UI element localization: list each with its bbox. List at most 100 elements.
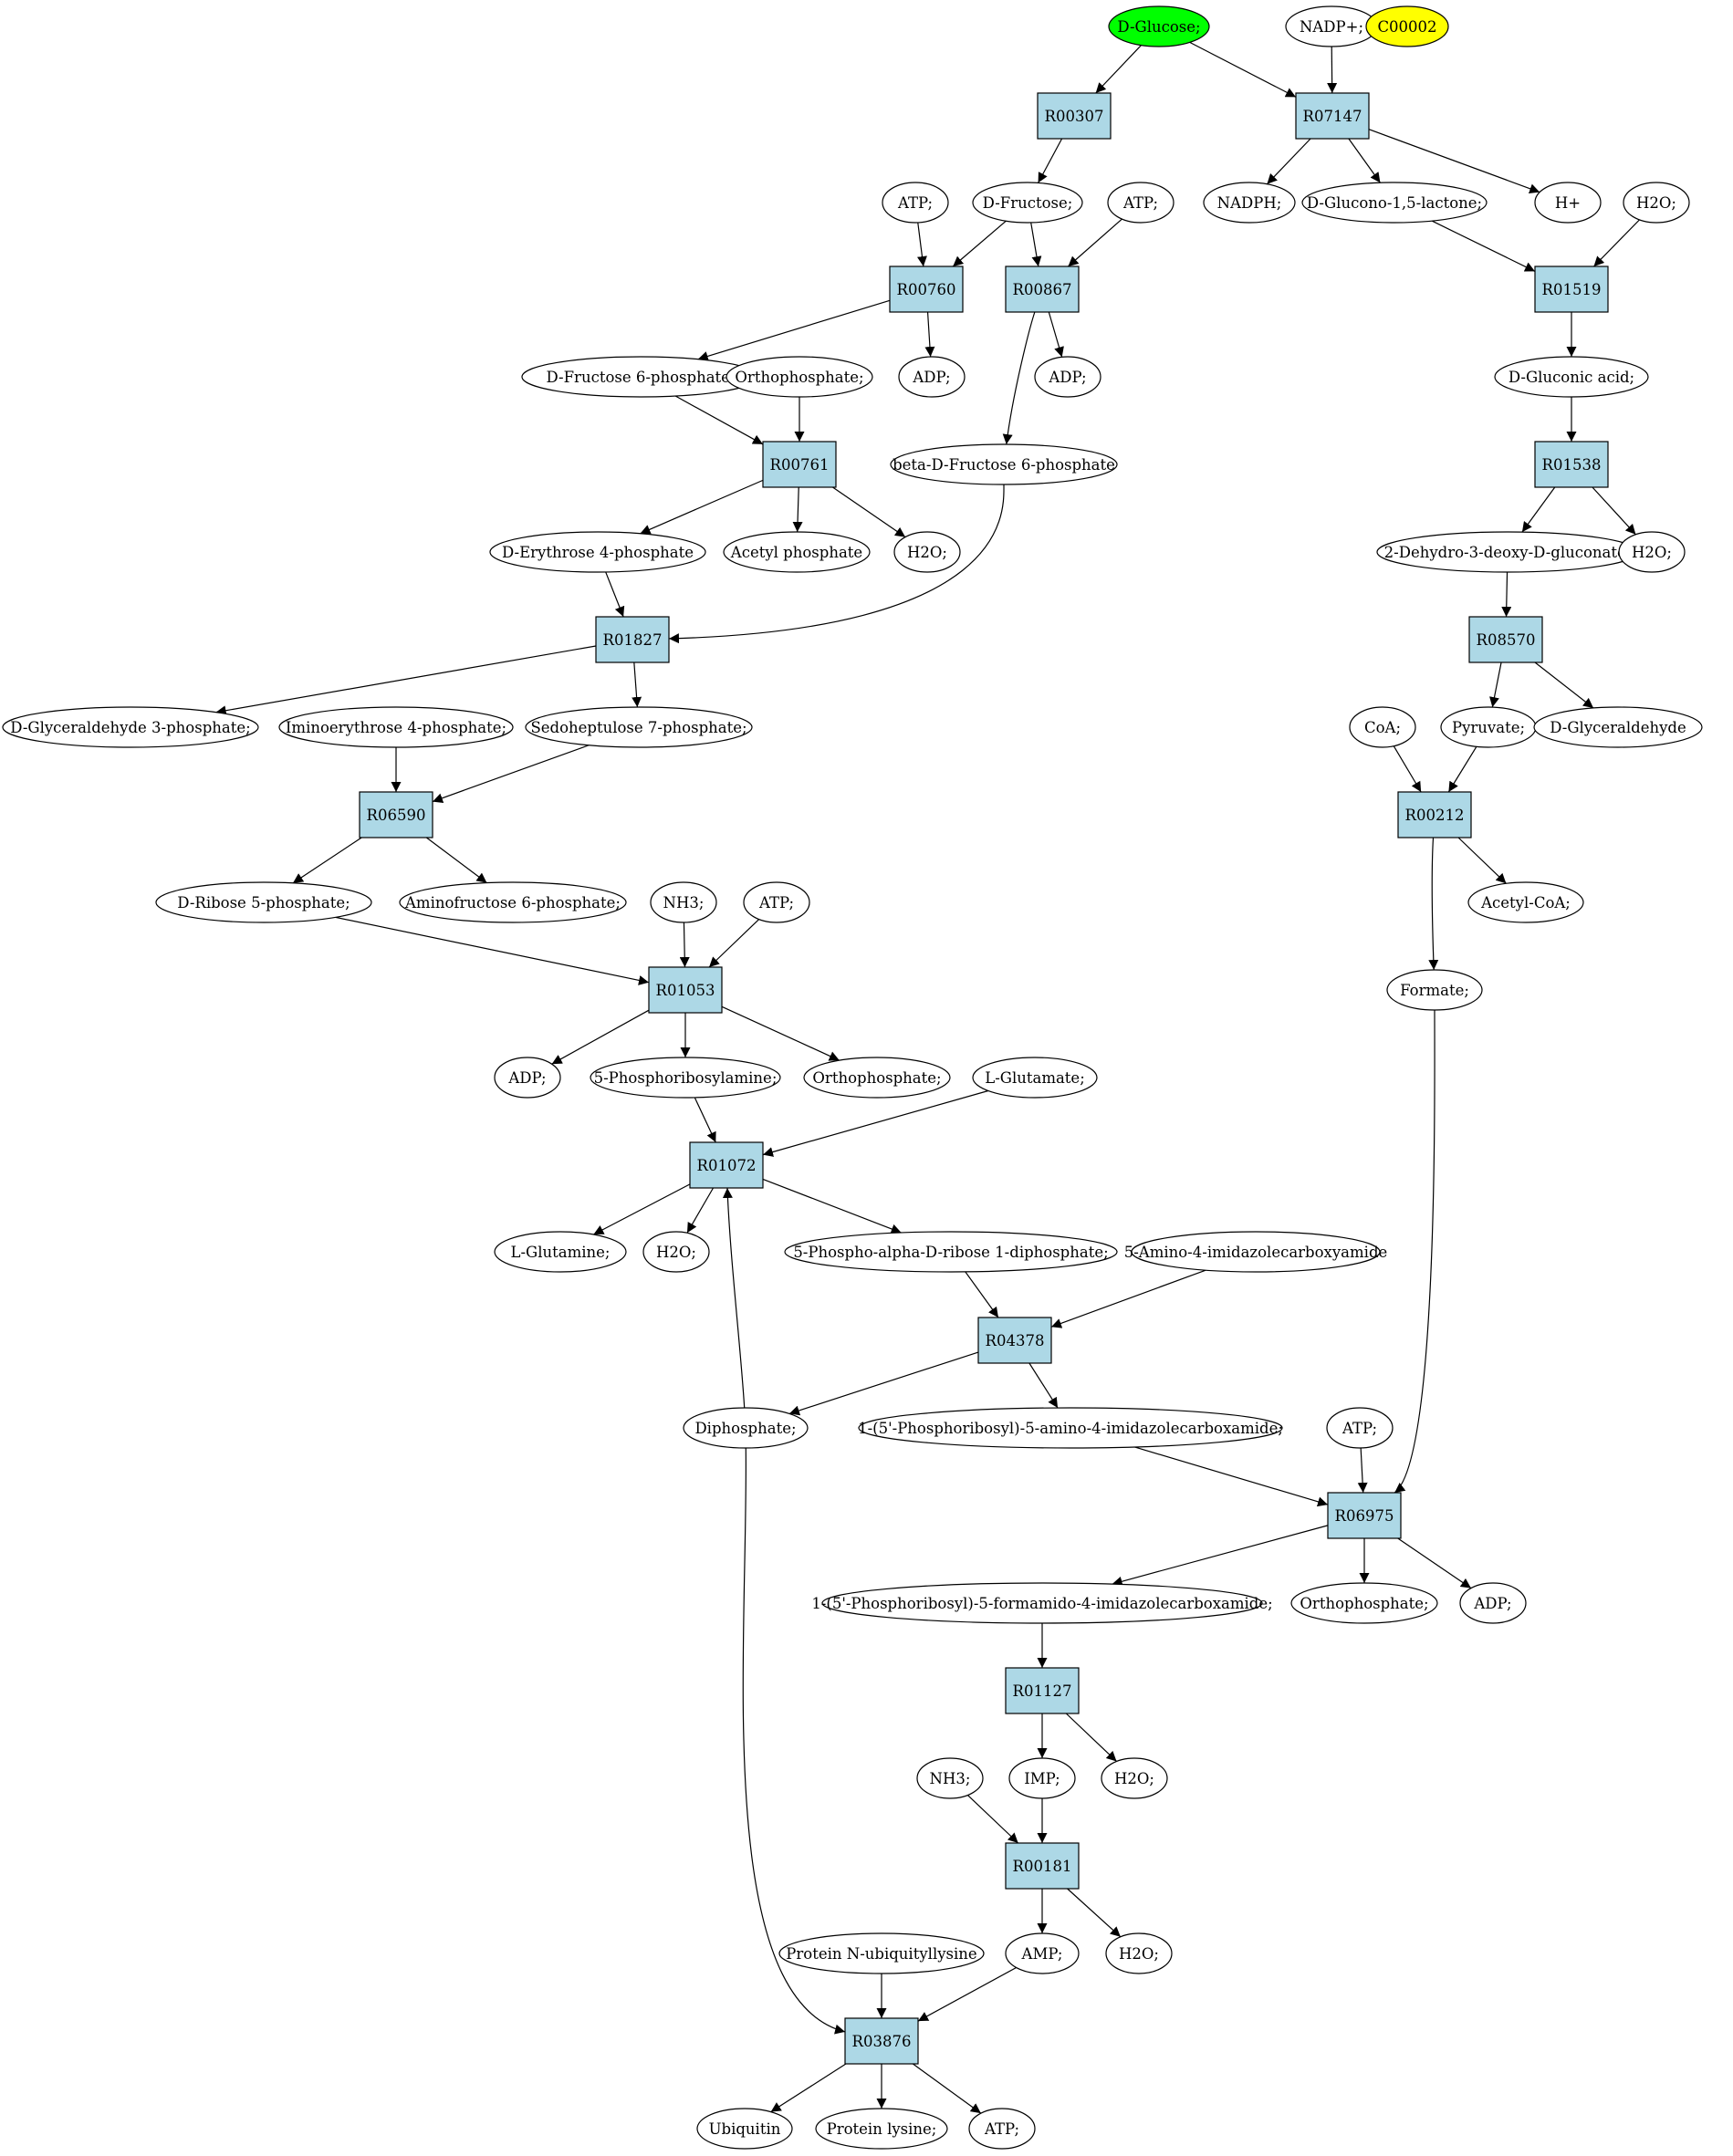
node-label: H2O;	[1632, 544, 1672, 561]
compound-node-n-adp1[interactable]: ADP;	[898, 356, 966, 398]
reaction-node-r04378[interactable]: R04378	[977, 1317, 1052, 1364]
compound-node-n-prpp[interactable]: 5-Phospho-alpha-D-ribose 1-diphosphate;	[784, 1231, 1118, 1273]
node-label: L-Glutamine;	[511, 1244, 611, 1261]
reaction-node-r01827[interactable]: R01827	[595, 616, 670, 663]
compound-node-n-protubq[interactable]: Protein N-ubiquityllysine	[778, 1932, 985, 1974]
compound-node-n-atp1[interactable]: ATP;	[882, 182, 949, 224]
compound-node-n-atp2[interactable]: ATP;	[1107, 182, 1174, 224]
reaction-box	[977, 1317, 1052, 1364]
reaction-node-r00761[interactable]: R00761	[762, 441, 837, 488]
reaction-node-r01072[interactable]: R01072	[689, 1141, 764, 1189]
compound-node-n-nh3b[interactable]: NH3;	[916, 1757, 984, 1799]
reaction-node-r00212[interactable]: R00212	[1397, 791, 1472, 838]
compound-ellipse	[778, 1932, 985, 1974]
compound-node-n-protlys[interactable]: Protein lysine;	[815, 2108, 948, 2150]
compound-node-n-g3p[interactable]: D-Glyceraldehyde 3-phosphate;	[2, 706, 259, 748]
reaction-box	[595, 616, 670, 663]
reaction-node-r06590[interactable]: R06590	[359, 791, 433, 838]
compound-node-n-adp2[interactable]: ADP;	[1034, 356, 1101, 398]
compound-node-n-ortho2[interactable]: Orthophosphate;	[803, 1057, 951, 1099]
reaction-box	[1295, 92, 1370, 140]
compound-node-n-coa[interactable]: CoA;	[1349, 706, 1416, 748]
compound-node-n-c00002[interactable]: C00002	[1365, 5, 1449, 47]
reaction-node-r01127[interactable]: R01127	[1005, 1667, 1080, 1714]
compound-node-n-ortho3[interactable]: Orthophosphate;	[1290, 1582, 1438, 1624]
compound-node-n-imp[interactable]: IMP;	[1008, 1757, 1076, 1799]
compound-node-n-acetylcoa[interactable]: Acetyl-CoA;	[1467, 881, 1584, 923]
compound-node-n-diphosphate[interactable]: Diphosphate;	[683, 1407, 809, 1449]
compound-node-n-faicar[interactable]: 1-(5'-Phosphoribosyl)-5-formamido-4-imid…	[811, 1582, 1273, 1624]
compound-node-n-h2o6[interactable]: H2O;	[1105, 1932, 1173, 1974]
reaction-node-r01538[interactable]: R01538	[1534, 441, 1609, 488]
node-label: Sedoheptulose 7-phosphate;	[530, 719, 746, 736]
compound-ellipse	[784, 1231, 1118, 1273]
node-label: R00867	[1013, 281, 1072, 298]
reaction-node-r06975[interactable]: R06975	[1327, 1492, 1402, 1539]
compound-node-n-adp4[interactable]: ADP;	[1459, 1582, 1527, 1624]
compound-node-n-h2o2[interactable]: H2O;	[893, 531, 961, 573]
edge-r03876-to-n_atp5	[913, 2063, 982, 2114]
node-label: R01053	[656, 982, 715, 999]
reaction-node-r07147[interactable]: R07147	[1295, 92, 1370, 140]
compound-node-n-atp3[interactable]: ATP;	[743, 881, 810, 923]
node-label: ATP;	[758, 894, 794, 911]
compound-node-n-h2o4[interactable]: H2O;	[642, 1231, 710, 1273]
compound-node-n-formate[interactable]: Formate;	[1386, 969, 1483, 1011]
compound-ellipse	[821, 1582, 1263, 1624]
compound-node-n-h2o1[interactable]: H2O;	[1623, 182, 1690, 224]
reaction-node-r08570[interactable]: R08570	[1468, 616, 1543, 663]
compound-node-n-fructose[interactable]: D-Fructose;	[972, 182, 1083, 224]
compound-node-n-amp[interactable]: AMP;	[1005, 1932, 1080, 1974]
compound-node-n-amino6p[interactable]: Aminofructose 6-phosphate;	[399, 881, 627, 923]
compound-node-n-adp3[interactable]: ADP;	[494, 1057, 561, 1099]
compound-node-n-h2o3[interactable]: H2O;	[1618, 531, 1686, 573]
edge-n_glucose-to-r07147	[1189, 41, 1297, 98]
reaction-node-r00760[interactable]: R00760	[889, 266, 964, 313]
node-label: Orthophosphate;	[812, 1069, 941, 1087]
compound-node-n-nadp[interactable]: NADP+;	[1285, 5, 1378, 47]
node-label: D-Erythrose 4-phosphate	[502, 544, 694, 561]
compound-node-n-atp5[interactable]: ATP;	[968, 2108, 1036, 2150]
node-label: D-Ribose 5-phosphate;	[177, 894, 350, 911]
compound-node-n-s7p[interactable]: Sedoheptulose 7-phosphate;	[525, 706, 753, 748]
compound-node-n-glucose[interactable]: D-Glucose;	[1108, 5, 1210, 47]
node-label: ATP;	[897, 194, 933, 212]
node-label: R00761	[770, 456, 830, 474]
reaction-node-r00307[interactable]: R00307	[1037, 92, 1112, 140]
compound-node-n-glutamate[interactable]: L-Glutamate;	[972, 1057, 1098, 1099]
compound-node-n-glutamine[interactable]: L-Glutamine;	[494, 1231, 627, 1273]
node-label: Iminoerythrose 4-phosphate;	[286, 719, 506, 736]
compound-node-n-glucono[interactable]: D-Glucono-1,5-lactone;	[1301, 182, 1488, 224]
edge-n_amp-to-r03876	[917, 1966, 1017, 2022]
edge-n_coa-to-r00212	[1393, 745, 1422, 793]
compound-ellipse	[743, 881, 810, 923]
compound-node-n-h2o5[interactable]: H2O;	[1101, 1757, 1168, 1799]
compound-node-n-nadph[interactable]: NADPH;	[1203, 182, 1296, 224]
reaction-node-r00181[interactable]: R00181	[1005, 1842, 1080, 1890]
compound-node-n-f6p[interactable]: D-Fructose 6-phosphate;	[521, 356, 760, 398]
compound-ellipse	[803, 1057, 951, 1099]
compound-node-n-ortho1[interactable]: Orthophosphate;	[726, 356, 873, 398]
compound-node-n-atp4[interactable]: ATP;	[1326, 1407, 1394, 1449]
compound-node-n-ubiquitin[interactable]: Ubiquitin	[696, 2108, 793, 2150]
compound-node-n-betaf6p[interactable]: beta-D-Fructose 6-phosphate	[890, 443, 1118, 485]
compound-node-n-glyceraldehyde[interactable]: D-Glyceraldehyde	[1533, 706, 1703, 748]
compound-node-n-nh3a[interactable]: NH3;	[650, 881, 717, 923]
compound-node-n-5pra[interactable]: 5-Phosphoribosylamine;	[590, 1057, 781, 1099]
compound-node-n-aicar[interactable]: 1-(5'-Phosphoribosyl)-5-amino-4-imidazol…	[858, 1407, 1283, 1449]
compound-node-n-aica[interactable]: 5-Amino-4-imidazolecarboxyamide	[1124, 1231, 1388, 1273]
compound-node-n-acetylp[interactable]: Acetyl phosphate	[723, 531, 871, 573]
reaction-node-r01053[interactable]: R01053	[648, 966, 723, 1014]
reaction-node-r00867[interactable]: R00867	[1005, 266, 1080, 313]
compound-node-n-hplus[interactable]: H+	[1534, 182, 1602, 224]
compound-ellipse	[1326, 1407, 1394, 1449]
compound-node-n-gluconic[interactable]: D-Gluconic acid;	[1494, 356, 1649, 398]
compound-node-n-kdg[interactable]: 2-Dehydro-3-deoxy-D-gluconate;	[1376, 531, 1639, 573]
reaction-node-r01519[interactable]: R01519	[1534, 266, 1609, 313]
compound-node-n-imino[interactable]: Iminoerythrose 4-phosphate;	[278, 706, 514, 748]
reaction-node-r03876[interactable]: R03876	[844, 2017, 919, 2065]
compound-ellipse	[1034, 356, 1101, 398]
compound-node-n-e4p[interactable]: D-Erythrose 4-phosphate	[489, 531, 706, 573]
compound-node-n-pyruvate[interactable]: Pyruvate;	[1440, 706, 1537, 748]
compound-node-n-r5p[interactable]: D-Ribose 5-phosphate;	[155, 881, 372, 923]
